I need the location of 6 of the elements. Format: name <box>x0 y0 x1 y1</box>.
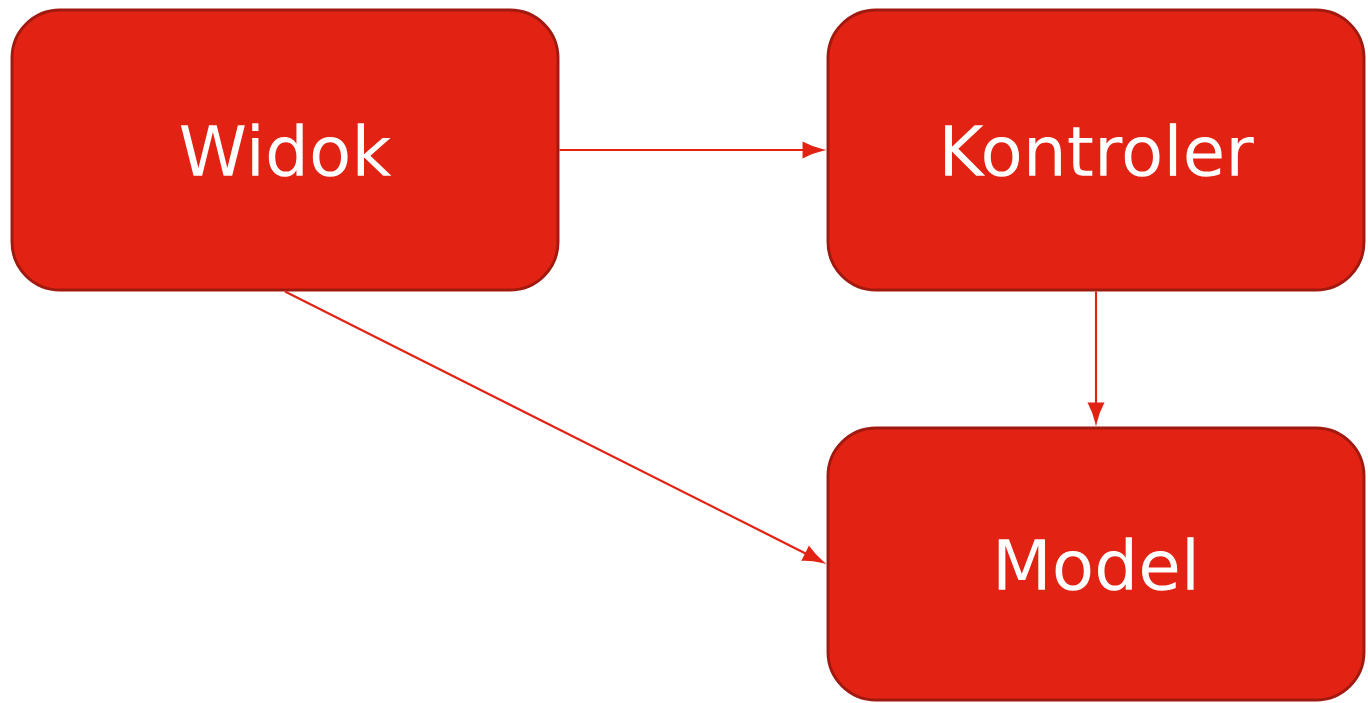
arrow <box>559 142 824 158</box>
process-box: Kontroler <box>826 8 1366 292</box>
arrow <box>284 290 824 563</box>
process-box: Model <box>826 426 1366 702</box>
arrow <box>1088 291 1104 424</box>
process-box: Widok <box>10 8 560 292</box>
